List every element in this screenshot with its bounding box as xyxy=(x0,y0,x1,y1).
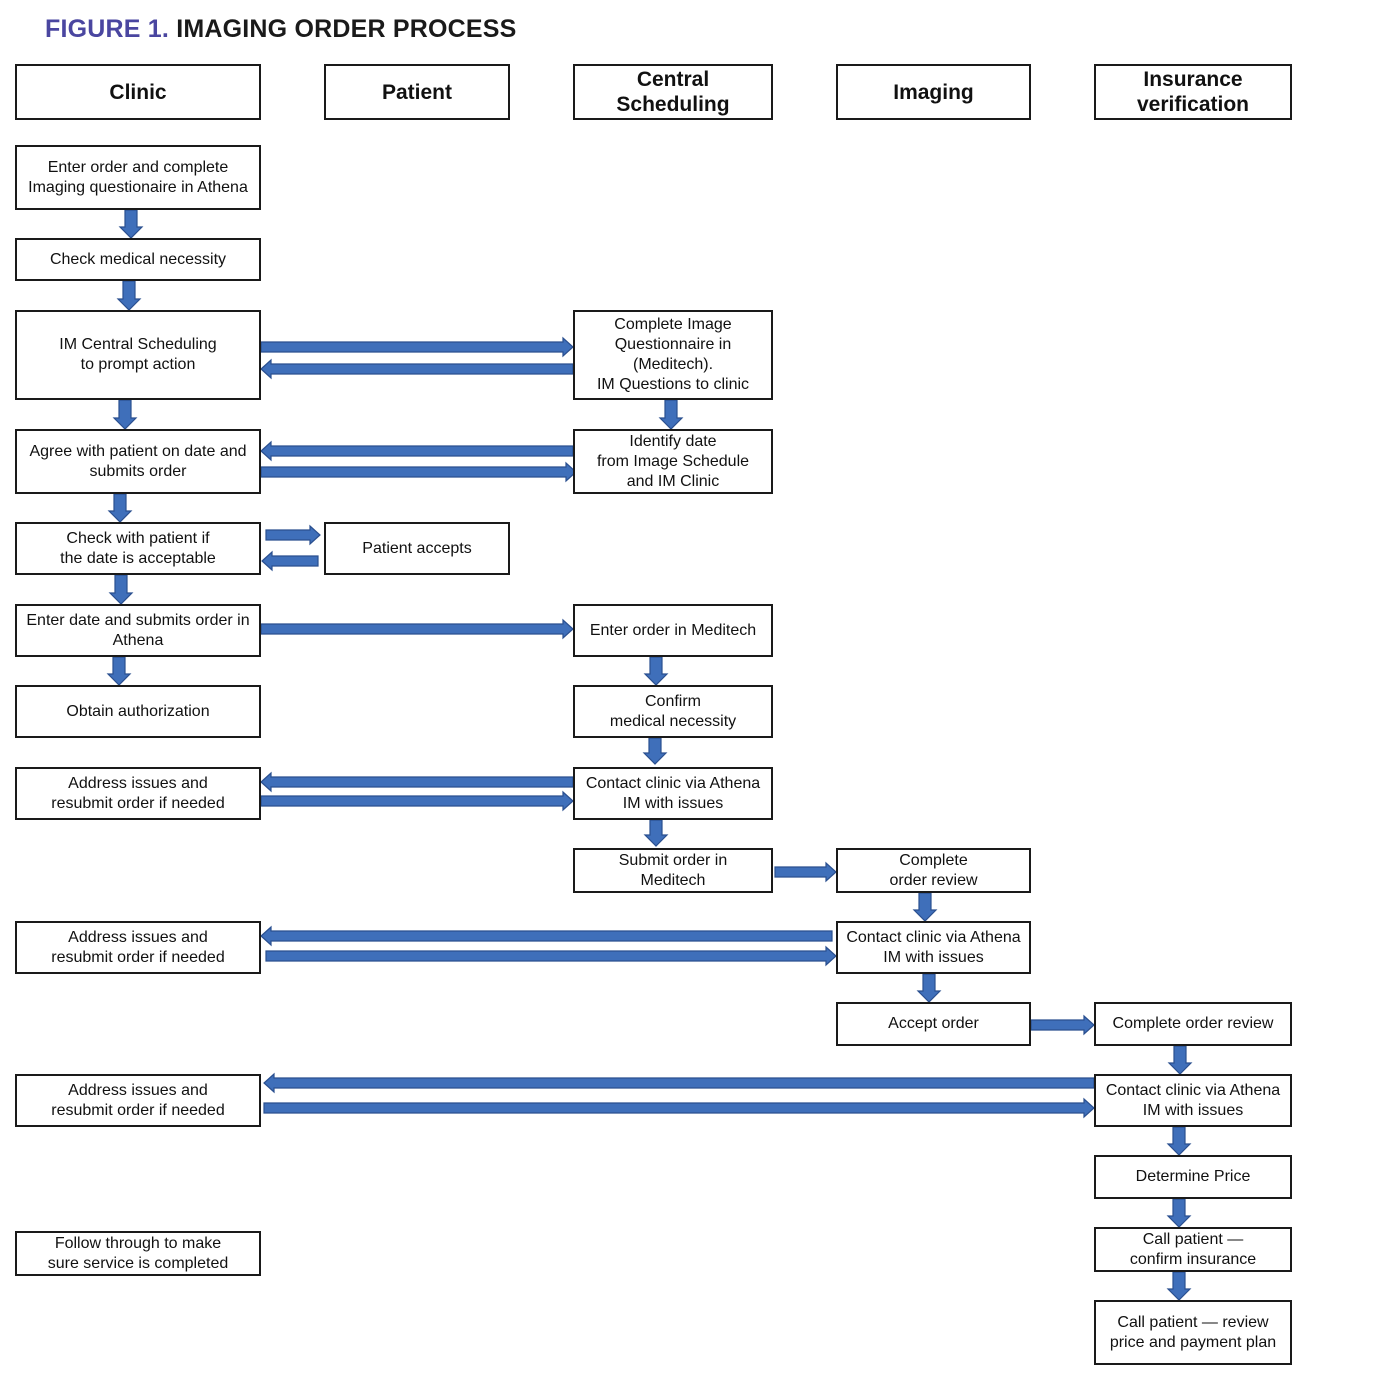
step-address-issues-insurance: Address issues and resubmit order if nee… xyxy=(15,1074,261,1127)
lane-header-patient: Patient xyxy=(324,64,510,120)
step-enter-order-questionnaire: Enter order and complete Imaging questio… xyxy=(15,145,261,210)
arrow-left xyxy=(260,358,574,380)
step-follow-through-service: Follow through to make sure service is c… xyxy=(15,1231,261,1276)
step-call-patient-review-price: Call patient — review price and payment … xyxy=(1094,1300,1292,1365)
arrow-down xyxy=(1167,1045,1193,1075)
lane-header-central-scheduling: Central Scheduling xyxy=(573,64,773,120)
arrow-right xyxy=(260,461,577,483)
arrow-right xyxy=(1030,1014,1095,1036)
arrow-down xyxy=(643,656,669,686)
arrow-down xyxy=(642,737,668,765)
figure-label: FIGURE 1. xyxy=(45,15,170,43)
figure-title-text: IMAGING ORDER PROCESS xyxy=(176,15,517,43)
arrow-right xyxy=(265,945,837,967)
lane-header-clinic: Clinic xyxy=(15,64,261,120)
step-im-central-scheduling-prompt: IM Central Scheduling to prompt action xyxy=(15,310,261,400)
arrow-left xyxy=(263,1072,1095,1094)
step-call-patient-confirm-insurance: Call patient — confirm insurance xyxy=(1094,1227,1292,1272)
step-insurance-contact-clinic: Contact clinic via Athena IM with issues xyxy=(1094,1074,1292,1127)
arrow-down xyxy=(108,574,134,605)
arrow-down xyxy=(1166,1126,1192,1156)
arrow-down xyxy=(118,209,144,239)
arrow-down xyxy=(912,892,938,922)
step-submit-order-meditech: Submit order in Meditech xyxy=(573,848,773,893)
arrow-down xyxy=(916,973,942,1003)
step-imaging-contact-clinic: Contact clinic via Athena IM with issues xyxy=(836,921,1031,974)
arrow-down xyxy=(1166,1271,1192,1301)
arrow-left xyxy=(260,925,833,947)
step-determine-price: Determine Price xyxy=(1094,1155,1292,1199)
arrow-right xyxy=(260,336,574,358)
step-insurance-complete-order-review: Complete order review xyxy=(1094,1002,1292,1046)
step-scheduling-contact-clinic: Contact clinic via Athena IM with issues xyxy=(573,767,773,820)
step-obtain-authorization: Obtain authorization xyxy=(15,685,261,738)
step-patient-accepts: Patient accepts xyxy=(324,522,510,575)
step-address-issues-scheduling: Address issues and resubmit order if nee… xyxy=(15,767,261,820)
step-identify-date: Identify date from Image Schedule and IM… xyxy=(573,429,773,494)
step-accept-order: Accept order xyxy=(836,1002,1031,1046)
arrow-down xyxy=(106,656,132,686)
lane-header-insurance-verification: Insurance verification xyxy=(1094,64,1292,120)
arrow-right xyxy=(260,618,574,640)
arrow-right xyxy=(774,861,837,883)
step-address-issues-imaging: Address issues and resubmit order if nee… xyxy=(15,921,261,974)
arrow-down xyxy=(116,280,142,311)
arrow-down xyxy=(643,819,669,847)
arrow-left xyxy=(261,550,319,572)
step-enter-date-submit-athena: Enter date and submits order in Athena xyxy=(15,604,261,657)
arrow-left xyxy=(260,771,574,793)
figure-title: FIGURE 1. IMAGING ORDER PROCESS xyxy=(45,15,517,44)
arrow-down xyxy=(1166,1198,1192,1228)
arrow-down xyxy=(658,399,684,430)
arrow-down xyxy=(107,493,133,523)
lane-header-imaging: Imaging xyxy=(836,64,1031,120)
step-complete-image-questionnaire: Complete Image Questionnaire in (Meditec… xyxy=(573,310,773,400)
step-agree-date-submit-order: Agree with patient on date and submits o… xyxy=(15,429,261,494)
arrow-left xyxy=(260,440,574,462)
step-confirm-medical-necessity: Confirm medical necessity xyxy=(573,685,773,738)
arrow-right xyxy=(260,790,574,812)
arrow-right xyxy=(263,1097,1095,1119)
arrow-right xyxy=(265,524,321,546)
step-enter-order-meditech: Enter order in Meditech xyxy=(573,604,773,657)
step-check-date-acceptable: Check with patient if the date is accept… xyxy=(15,522,261,575)
arrow-down xyxy=(112,399,138,430)
step-imaging-complete-order-review: Complete order review xyxy=(836,848,1031,893)
step-check-medical-necessity: Check medical necessity xyxy=(15,238,261,281)
